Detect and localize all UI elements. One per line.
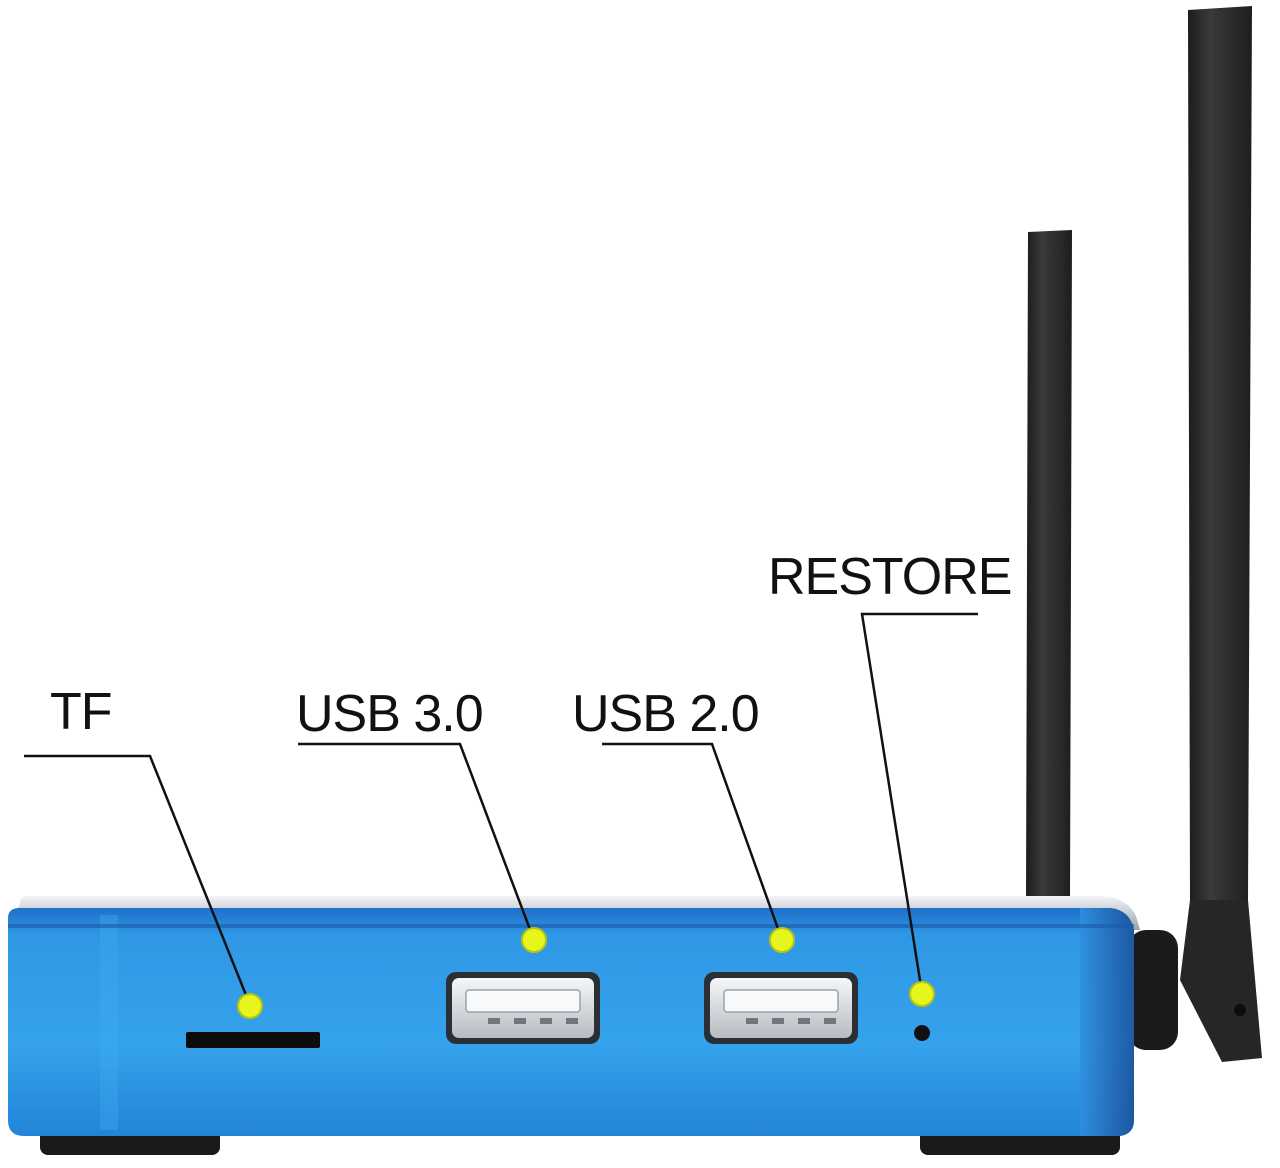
tf-marker (237, 993, 263, 1019)
leader-lines (24, 612, 978, 1006)
antenna-short-icon (1026, 230, 1074, 944)
label-usb3: USB 3.0 (296, 685, 484, 743)
usb2-leader-line (602, 742, 784, 941)
label-usb2: USB 2.0 (572, 685, 760, 743)
label-tf: TF (50, 683, 113, 741)
usb3-marker (521, 927, 547, 953)
usb-2-port-icon (704, 972, 858, 1044)
usb-3-port-icon (446, 972, 600, 1044)
usb2-marker (769, 927, 795, 953)
pinhole-icon (914, 1025, 930, 1041)
tf-leader-line (24, 754, 252, 1006)
antenna-hinge-icon (1128, 930, 1178, 1050)
label-restore: RESTORE (768, 548, 1012, 606)
restore-leader-line (860, 612, 978, 994)
restore-marker (909, 981, 935, 1007)
sd-slot-icon (186, 1032, 320, 1048)
antenna-tall-icon (1180, 6, 1262, 1062)
usb3-leader-line (298, 742, 536, 941)
markers (237, 927, 935, 1019)
